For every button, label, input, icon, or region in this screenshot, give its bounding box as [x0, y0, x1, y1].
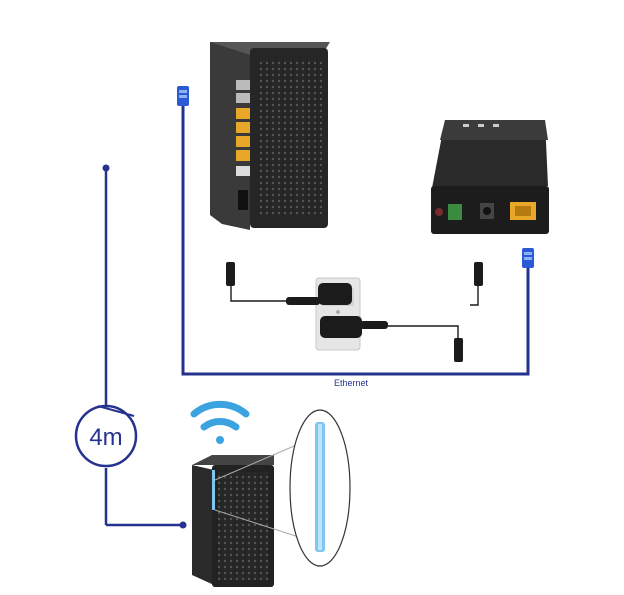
- dc-plugs: [226, 262, 483, 362]
- ethernet-cable: [181, 100, 530, 376]
- power-cords: [230, 283, 479, 340]
- power-plug-icon: [320, 316, 388, 338]
- wifi-icon: [190, 400, 250, 444]
- adapter-device: [431, 120, 549, 234]
- distance-indicator: [74, 168, 183, 527]
- led-zoom-callout: [214, 409, 351, 567]
- extender-device: [192, 455, 274, 587]
- power-plug-icon: [286, 283, 352, 305]
- distance-endpoint: [102, 164, 110, 172]
- ethernet-label: Ethernet: [334, 378, 369, 388]
- ethernet-plug-icon: [177, 86, 189, 106]
- distance-endpoint: [179, 521, 187, 529]
- modem-device: [210, 42, 330, 230]
- ethernet-plug-icon: [522, 248, 534, 268]
- distance-label: 4m: [89, 424, 122, 451]
